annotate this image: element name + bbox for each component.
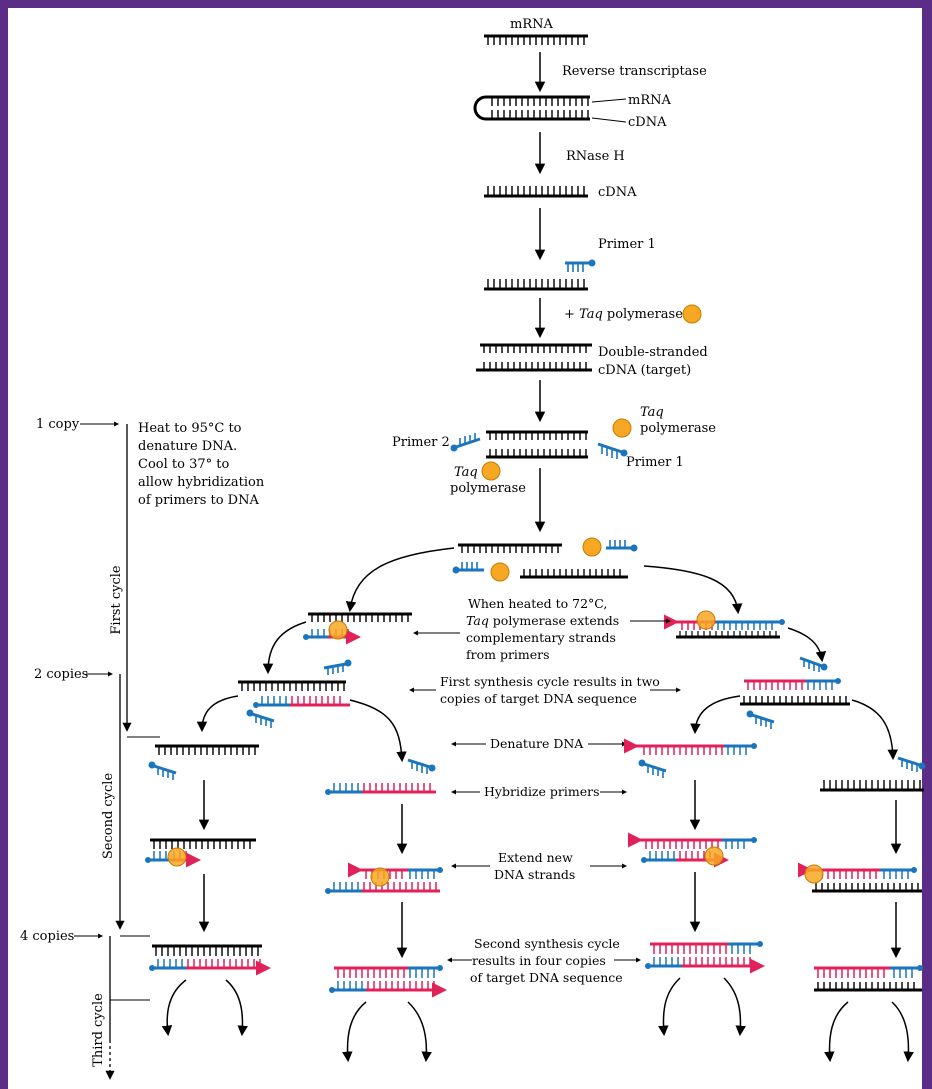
taq-right-label-1: Taq [640,405,664,420]
mrna-label: mRNA [510,17,553,32]
taq-right-label-2: polymerase [640,421,716,436]
primer1-label: Primer 1 [626,455,684,470]
column-3 [624,738,765,1037]
primer2-icon [450,433,481,452]
extend-new-1: Extend new [498,850,573,865]
cdna-label: cDNA [598,185,637,200]
one-copy-label: 1 copy [36,417,80,432]
left-copy-duplex [238,659,352,728]
taq-right-icon [612,418,632,438]
column-1 [145,744,271,1037]
double-stranded-label-1: Double-stranded [598,345,708,360]
hybrid-cdna-label: cDNA [628,115,667,130]
second-synthesis-1: Second synthesis cycle [474,936,620,951]
four-copies-label: 4 copies [20,929,74,944]
second-synthesis-3: of target DNA sequence [470,970,623,985]
column-4 [798,756,926,1063]
first-cycle-label: First cycle [109,565,124,634]
third-cycle-label: Third cycle [91,993,106,1067]
right-copy-duplex [740,656,850,729]
cdna-template [484,279,588,291]
taq-left-icon [481,461,501,481]
taq-left-label-2: polymerase [450,481,526,496]
column-2 [325,758,447,1063]
heat-line-3: Cool to 37° to [138,457,229,472]
heat-line-4: allow hybridization [138,475,265,490]
extend-new-2: DNA strands [494,867,575,882]
extend-note-1: When heated to 72°C, [468,596,607,611]
primer1-top-label: Primer 1 [598,237,656,252]
extend-note-3: complementary strands [466,630,616,645]
mrna-strand [484,34,588,45]
cdna-single [484,186,588,198]
denatured-with-primers [450,418,632,481]
taq-left-label-1: Taq [454,465,478,480]
primer1-top [565,259,596,272]
right-extension-duplex [664,610,785,639]
denature-note: Denature DNA [490,736,584,751]
extend-note-2: Taq polymerase extends [466,613,619,628]
double-stranded-label-2: cDNA (target) [598,363,691,378]
extend-note-4: from primers [466,647,550,662]
first-synthesis-1: First synthesis cycle results in two [440,674,660,689]
heat-line-5: of primers to DNA [138,493,259,508]
hybrid-mrna-label: mRNA [628,93,671,108]
mrna-cdna-hybrid [473,95,590,121]
left-extension-duplex [303,612,412,645]
second-cycle-label: Second cycle [101,773,116,860]
first-synthesis-2: copies of target DNA sequence [440,691,637,706]
taq-polymerase-add-label: + Taq polymerase [564,307,683,322]
heat-line-1: Heat to 95°C to [138,421,242,436]
primer1-icon [597,442,628,459]
two-copies-label: 2 copies [34,667,88,682]
taq-polymerase-icon [682,304,702,324]
annealing-mixture [452,537,638,582]
heat-line-2: denature DNA. [138,439,237,454]
second-synthesis-2: results in four copies [472,953,606,968]
reverse-transcriptase-label: Reverse transcriptase [562,64,707,79]
hybridize-note: Hybridize primers [484,784,600,799]
primer2-label: Primer 2 [392,435,450,450]
rnase-label: RNase H [566,149,625,164]
ds-cdna-target [476,343,592,372]
